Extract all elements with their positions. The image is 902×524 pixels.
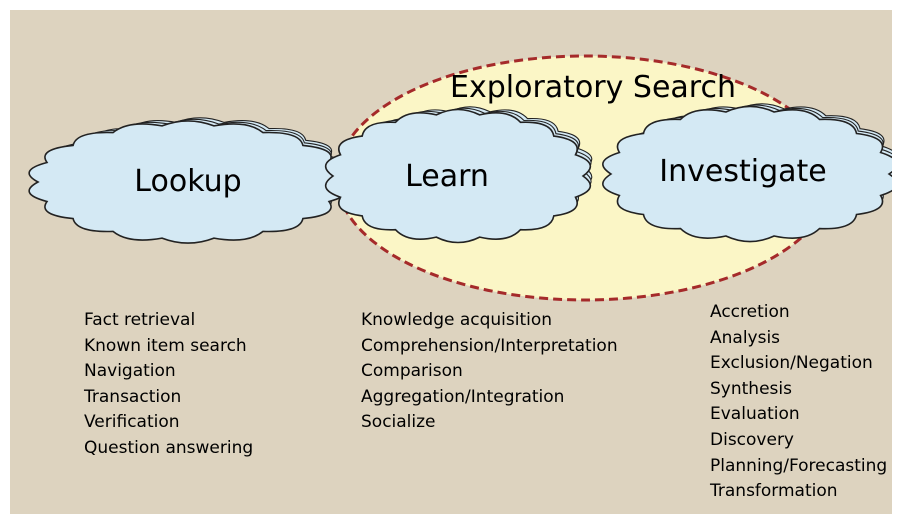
investigate-activity-item: Accretion xyxy=(710,302,790,322)
cloud-investigate xyxy=(602,103,892,243)
learn-activity-item: Knowledge acquisition xyxy=(361,310,553,330)
investigate-activity-item: Transformation xyxy=(710,481,838,502)
cloud-learn xyxy=(324,106,593,244)
cloud-lookup-layer xyxy=(28,120,348,244)
lookup-activity-item: Fact retrieval xyxy=(84,310,196,330)
lookup-activity-item: Verification xyxy=(84,412,180,433)
learn-activity-item: Socialize xyxy=(361,412,436,433)
investigate-activity-item: Evaluation xyxy=(710,404,800,425)
lookup-activity-item: Transaction xyxy=(84,386,182,407)
cloud-label-learn: Learn xyxy=(405,159,489,194)
investigate-activity-item: Analysis xyxy=(710,327,781,348)
cloud-learn-layer xyxy=(324,108,592,244)
investigate-activity-item: Discovery xyxy=(710,429,794,450)
cloud-investigate-layer xyxy=(602,105,892,243)
learn-activity-item: Comparison xyxy=(361,361,463,382)
learn-activity-item: Aggregation/Integration xyxy=(361,386,565,407)
investigate-activity-item: Synthesis xyxy=(710,378,792,399)
cloud-label-lookup: Lookup xyxy=(134,164,241,199)
lookup-activity-item: Known item search xyxy=(84,335,247,356)
investigate-activity-item: Planning/Forecasting xyxy=(710,455,888,476)
lookup-activity-item: Navigation xyxy=(84,361,176,382)
investigate-activity-item: Exclusion/Negation xyxy=(710,353,873,374)
cloud-group xyxy=(28,103,892,244)
learn-activity-item: Comprehension/Interpretation xyxy=(361,335,618,356)
cloud-lookup xyxy=(28,117,348,244)
exploratory-search-title: Exploratory Search xyxy=(450,70,736,105)
lookup-activity-item: Question answering xyxy=(84,437,254,458)
diagram-panel: Exploratory Search Lookup Learn Investig… xyxy=(10,10,892,514)
cloud-label-investigate: Investigate xyxy=(659,154,826,189)
